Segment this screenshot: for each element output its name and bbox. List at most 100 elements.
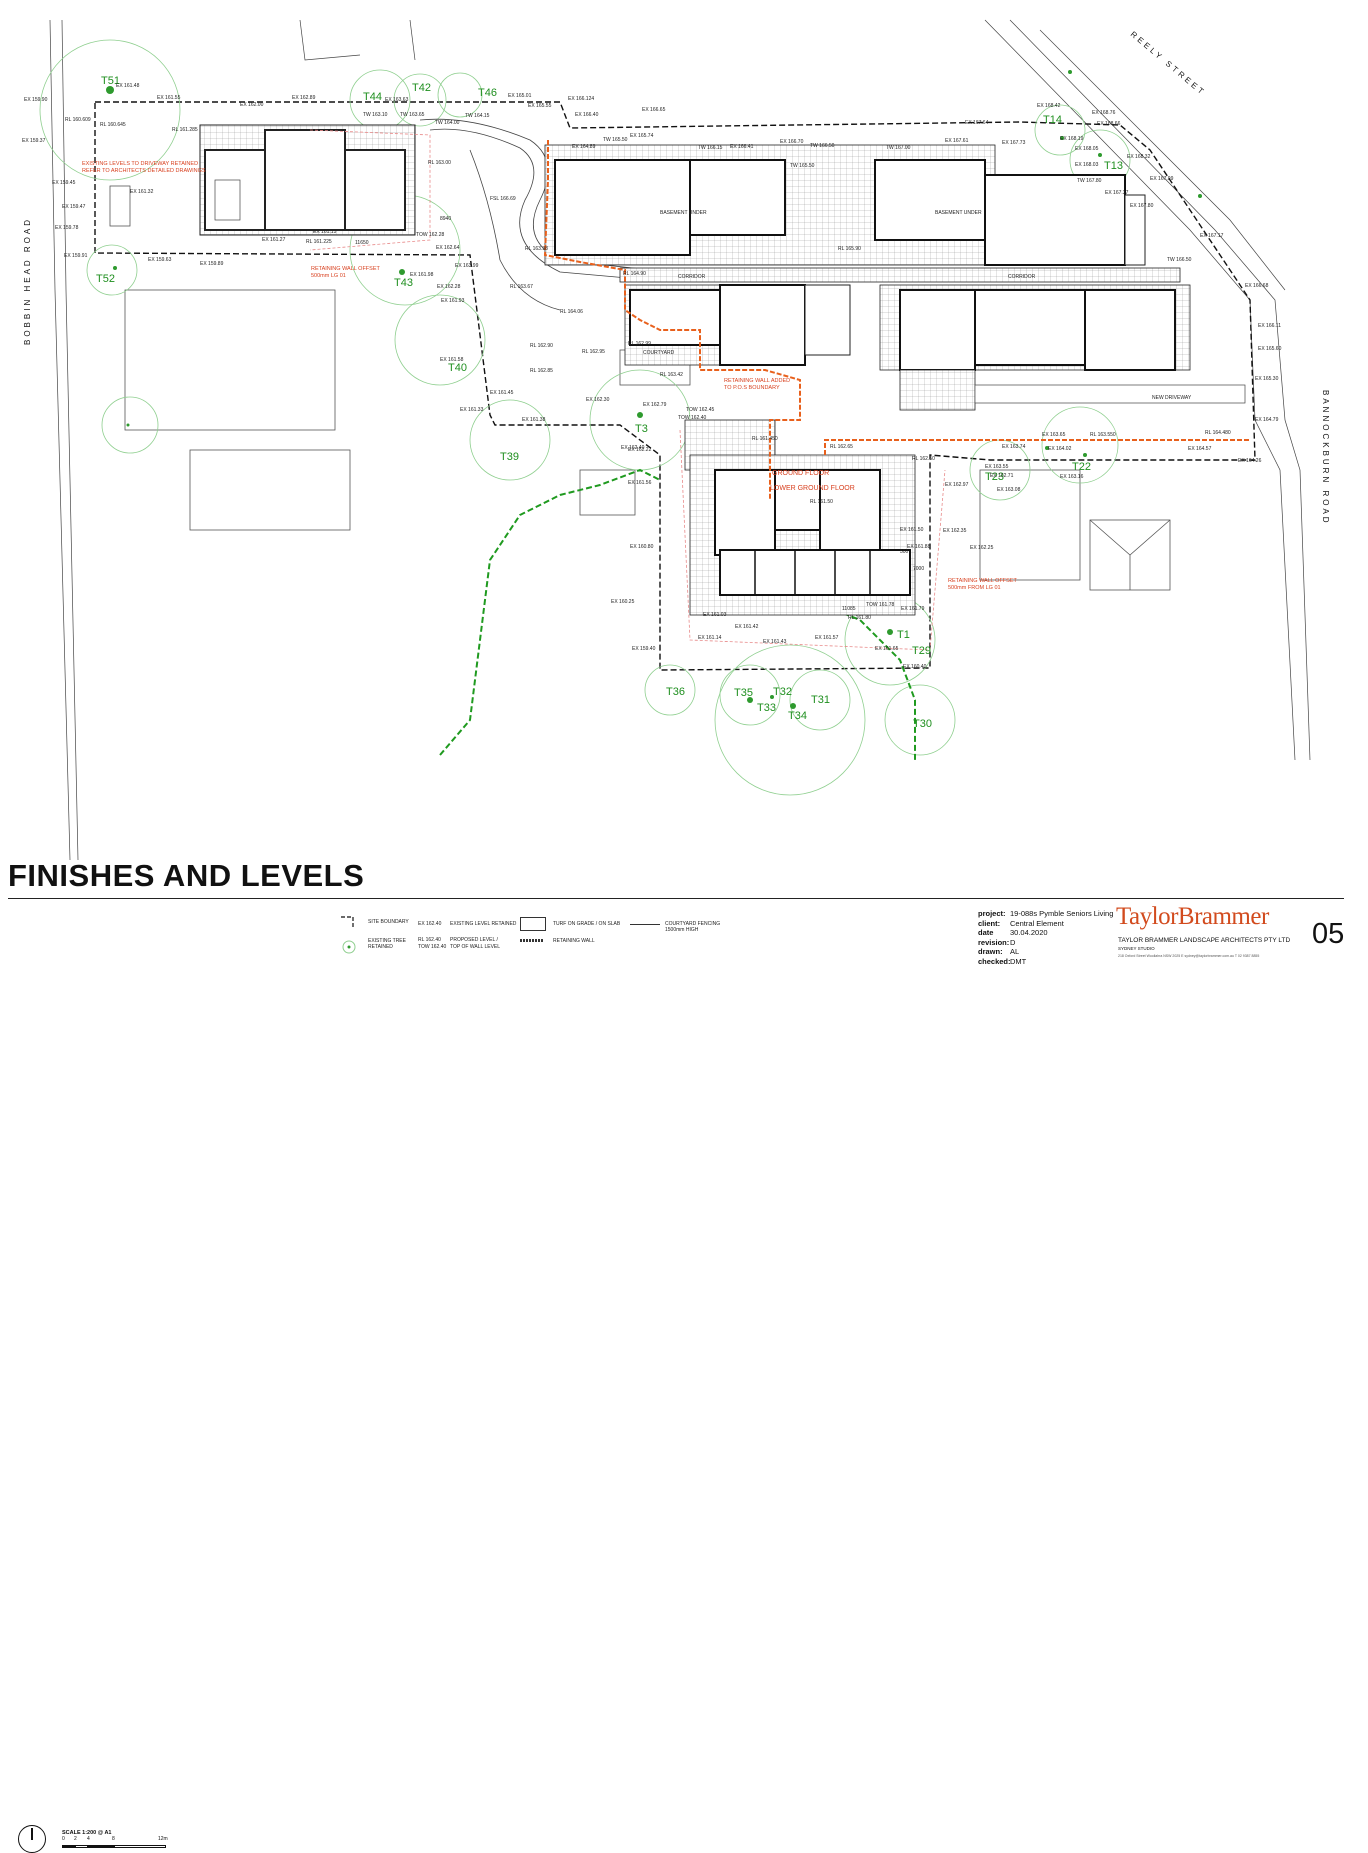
- level-label: EX 159.40: [632, 646, 656, 652]
- level-label: EX 160.25: [611, 599, 635, 605]
- legend-retaining-wall: RETAINING WALL: [553, 938, 595, 944]
- legend-proposed-level: PROPOSED LEVEL /: [450, 937, 498, 943]
- level-label: RL 164.06: [560, 309, 583, 315]
- level-label: EX 162.28: [437, 284, 461, 290]
- level-label: EX 164.79: [1255, 417, 1279, 423]
- site-boundary: [94, 101, 1256, 671]
- note: RETAINING WALL OFFSET: [311, 266, 380, 272]
- level-label: RL 161.80: [848, 615, 871, 621]
- level-label: RL 163.67: [510, 284, 533, 290]
- level-label: EX 159.78: [55, 225, 79, 231]
- level-label: EX 162.22: [628, 447, 652, 453]
- drawn-key: drawn:: [978, 947, 1003, 957]
- level-label: RL 162.50: [912, 456, 935, 462]
- legend-fence-swatch: [630, 924, 660, 925]
- note: 500mm FROM LG 01: [948, 585, 1001, 591]
- level-label: EX 163.63: [385, 97, 409, 103]
- street-label-reely: REELY STREET: [1129, 30, 1208, 98]
- level-label: EX 167.80: [1130, 203, 1154, 209]
- level-label: RL 162.99: [628, 341, 651, 347]
- level-label: EX 162.97: [945, 482, 969, 488]
- tree-label: T35: [734, 687, 753, 699]
- tree-label: T36: [666, 686, 685, 698]
- level-label: EX 162.71: [990, 473, 1014, 479]
- level-label: EX 168.32: [1127, 154, 1151, 160]
- legend-fencing-b: 1500mm HIGH: [665, 927, 699, 933]
- tree-protection-line: [439, 468, 661, 756]
- note: EXISTING LEVELS TO DRIVEWAY RETAINED: [82, 161, 198, 167]
- level-label: RL 165.90: [838, 246, 861, 252]
- level-label: EX 165.01: [508, 93, 532, 99]
- level-label: EX 161.32: [130, 189, 154, 195]
- note: 8940: [440, 216, 451, 222]
- legend-proposed-level-code-b: TOW 162.40: [418, 944, 447, 950]
- project-key: project:: [978, 909, 1006, 918]
- level-label: RL 163.550: [1090, 432, 1116, 438]
- legend-existing-tree-b: RETAINED: [368, 944, 393, 950]
- level-label: EX 161.58: [440, 357, 464, 363]
- level-label: RL 161.225: [306, 239, 332, 245]
- tree-label: T33: [757, 702, 776, 714]
- level-label: TW 165.50: [790, 163, 815, 169]
- level-label: EX 167.99: [1150, 176, 1174, 182]
- note: CORRIDOR: [1008, 274, 1036, 280]
- note: TO P.O.S BOUNDARY: [724, 385, 780, 391]
- level-label: EX 161.65: [875, 646, 899, 652]
- level-label: EX 167.61: [945, 138, 969, 144]
- note: BASEMENT UNDER: [660, 210, 707, 216]
- level-label: RL 162.85: [530, 368, 553, 374]
- level-label: EX 163.65: [1042, 432, 1066, 438]
- legend-proposed-level-b: TOP OF WALL LEVEL: [450, 944, 501, 950]
- level-label: EX 166.11: [1258, 323, 1281, 329]
- level-label: TW 163.10: [363, 112, 388, 118]
- level-label: TOW 162.28: [416, 232, 444, 238]
- level-label: TW 167.00: [886, 145, 911, 151]
- west-house: [199, 124, 416, 236]
- level-label: EX 163.99: [455, 263, 479, 269]
- east-building: [879, 284, 1246, 411]
- level-label: RL 161.450: [752, 436, 778, 442]
- title-divider: [8, 898, 1344, 899]
- tree-label: T40: [448, 362, 467, 374]
- level-label: EX 168.66: [1097, 121, 1121, 127]
- firm-contact: 218 Oxford Street Woollahra NSW 2025 E s…: [1118, 954, 1260, 958]
- street-label-bobbin-head: BOBBIN HEAD ROAD: [23, 217, 32, 345]
- legend-existing-level: EXISTING LEVEL RETAINED: [450, 921, 517, 927]
- level-label: EX 161.56: [628, 480, 652, 486]
- tree-label: T1: [897, 629, 910, 641]
- level-label: TW 164.15: [465, 113, 490, 119]
- level-label: RL 162.95: [582, 349, 605, 355]
- tree-label: T32: [773, 686, 792, 698]
- level-label: EX 161.15: [313, 229, 337, 235]
- level-label: EX 161.42: [735, 624, 759, 630]
- legend-existing-level-code: EX 162.40: [418, 921, 442, 927]
- level-label: EX 162.25: [970, 545, 994, 551]
- level-label: RL 161.50: [810, 499, 833, 505]
- level-label: RL 160.609: [65, 117, 91, 123]
- level-label: EX 161.38: [522, 417, 546, 423]
- page-title: FINISHES AND LEVELS: [8, 858, 365, 893]
- level-label: RL 160.645: [100, 122, 126, 128]
- level-label: EX 159.89: [200, 261, 224, 267]
- tree-label: T39: [500, 451, 519, 463]
- level-label: EX 166.65: [642, 107, 666, 113]
- level-label: EX 166.70: [780, 139, 804, 145]
- scale-tick: 0: [62, 1836, 65, 1842]
- tree-label: T23: [985, 471, 1004, 483]
- level-label: TOW 162.45: [686, 407, 714, 413]
- level-label: EX 166.41: [730, 144, 754, 150]
- level-label: EX 165.74: [630, 133, 654, 139]
- level-label: EX 163.16: [1060, 474, 1084, 480]
- level-label: TOW 162.40: [678, 415, 706, 421]
- level-label: EX 164.26: [1238, 458, 1262, 464]
- level-label: EX 161.93: [441, 298, 465, 304]
- note: CORRIDOR: [678, 274, 706, 280]
- level-label: EX 165.55: [528, 103, 552, 109]
- tree-labels: T51 T44 T42 T46 T14 T13 T52 T43 T40 T3 T…: [96, 75, 1123, 730]
- level-label: RL 164.90: [623, 271, 646, 277]
- date-key: date: [978, 928, 994, 938]
- level-label: EX 162.00: [240, 102, 264, 108]
- note: 7000: [913, 566, 924, 572]
- level-label: RL 162.90: [530, 343, 553, 349]
- level-label: TOW 161.78: [866, 602, 894, 608]
